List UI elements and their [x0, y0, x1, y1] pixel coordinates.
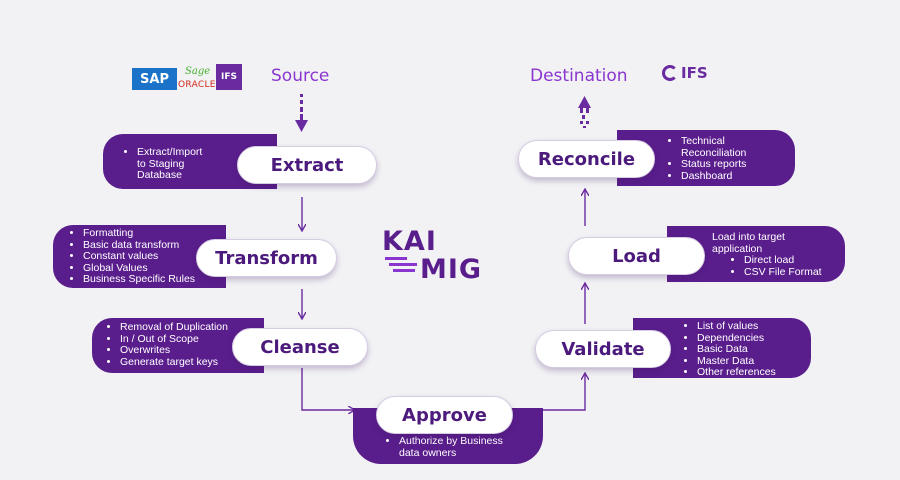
- arrow-approve-to-validate: [543, 374, 585, 411]
- source-down-arrow: [295, 94, 308, 132]
- transform-item: Constant values: [83, 250, 222, 263]
- transform-item: Global Values: [83, 262, 222, 275]
- kaimig-logo: KAI MIG: [382, 226, 483, 285]
- oracle-logo: ORACLE: [178, 80, 216, 90]
- reconcile-item: Status reports: [681, 158, 791, 171]
- transform-item: Formatting: [83, 227, 222, 240]
- cleanse-details-panel: Removal of Duplication In / Out of Scope…: [92, 318, 264, 373]
- transform-step: Transform: [196, 239, 337, 277]
- validate-item: Master Data: [697, 355, 807, 368]
- ifs-mark-icon: [662, 65, 678, 81]
- arrow-cleanse-to-approve: [301, 368, 354, 410]
- extract-step: Extract: [237, 146, 377, 184]
- ifs-source-logo: IFS: [216, 64, 242, 90]
- reconcile-item: Dashboard: [681, 170, 791, 183]
- validate-step: Validate: [535, 330, 671, 368]
- load-item: Direct load: [744, 254, 841, 267]
- validate-item: Other references: [697, 366, 807, 379]
- load-intro: Load into target application: [712, 231, 785, 255]
- destination-heading: Destination: [530, 66, 628, 86]
- sap-logo: SAP: [132, 68, 177, 90]
- extract-item: Extract/Import to Staging Database: [137, 146, 207, 182]
- sage-logo: Sage: [185, 66, 211, 77]
- cleanse-item: Overwrites: [120, 344, 260, 357]
- transform-item: Basic data transform: [83, 239, 222, 252]
- destination-up-arrow: [578, 96, 591, 128]
- validate-item: Dependencies: [697, 332, 807, 345]
- source-heading: Source: [271, 66, 330, 86]
- cleanse-item: In / Out of Scope: [120, 333, 260, 346]
- reconcile-step: Reconcile: [518, 140, 655, 178]
- cleanse-item: Generate target keys: [120, 356, 260, 369]
- cleanse-item: Removal of Duplication: [120, 321, 260, 334]
- approve-step: Approve: [376, 396, 513, 434]
- validate-item: List of values: [697, 320, 807, 333]
- load-step: Load: [568, 237, 705, 275]
- load-item: CSV File Format: [744, 266, 841, 279]
- ifs-destination-logo: IFS: [662, 64, 708, 82]
- cleanse-step: Cleanse: [232, 328, 368, 366]
- approve-item: Authorize by Business data owners: [399, 435, 525, 459]
- reconcile-item: Technical Reconciliation: [681, 135, 769, 159]
- kaimig-speed-lines: [385, 257, 417, 272]
- transform-item: Business Specific Rules: [83, 273, 222, 286]
- validate-item: Basic Data: [697, 343, 807, 356]
